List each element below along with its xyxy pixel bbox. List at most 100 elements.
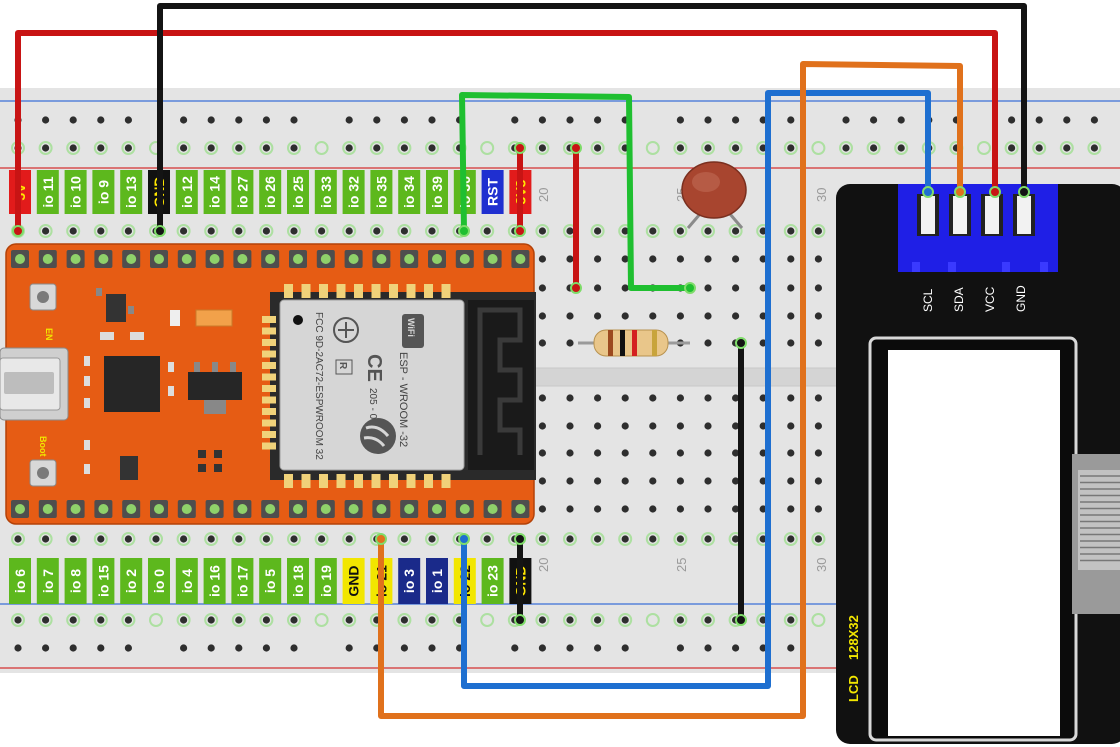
rail-hole	[180, 644, 188, 652]
breadboard-hole	[124, 227, 132, 235]
breadboard-hole	[676, 312, 685, 320]
breadboard-hole	[787, 255, 795, 263]
boot-label: Boot	[38, 436, 48, 457]
column-number: 20	[536, 188, 551, 202]
rail-hole	[42, 144, 50, 152]
rail-hole	[787, 116, 795, 124]
rail-hole	[538, 644, 547, 652]
breadboard-hole	[594, 535, 602, 543]
rail-hole	[538, 116, 547, 124]
rail-hole	[1090, 116, 1098, 124]
breadboard-hole	[787, 312, 795, 320]
rail-hole	[787, 616, 795, 624]
pin-label: io 16	[203, 558, 226, 604]
breadboard-hole	[649, 255, 657, 263]
breadboard-hole	[649, 505, 657, 513]
rail-hole	[97, 644, 105, 652]
breadboard-hole	[538, 339, 547, 347]
breadboard-hole	[152, 535, 160, 543]
breadboard-hole	[235, 227, 243, 235]
breadboard-hole	[97, 535, 105, 543]
rail-hole	[345, 116, 353, 124]
breadboard-hole	[594, 255, 602, 263]
rail-hole	[538, 616, 547, 624]
pin-label: io 27	[231, 170, 254, 214]
breadboard-hole	[42, 227, 50, 235]
breadboard-hole	[42, 535, 50, 543]
breadboard-hole	[14, 535, 22, 543]
pin-label: io 9	[92, 170, 115, 214]
wires	[12, 3, 1030, 719]
rail-hole	[538, 144, 547, 152]
breadboard-hole	[566, 422, 574, 430]
rail-hole	[69, 616, 77, 624]
rail-hole	[842, 116, 850, 124]
rail-hole	[262, 644, 270, 652]
rail-hole	[42, 116, 50, 124]
svg-text:io 9: io 9	[95, 180, 111, 204]
breadboard-hole	[704, 422, 712, 430]
lcd-label: LCD	[846, 675, 861, 702]
breadboard-hole	[621, 477, 629, 485]
pin-label: io 26	[259, 170, 282, 214]
pin-label: GND	[342, 558, 365, 604]
rail-hole	[69, 116, 77, 124]
breadboard-hole	[428, 535, 436, 543]
rail-hole	[428, 616, 436, 624]
breadboard-hole	[814, 505, 823, 513]
rail-hole	[594, 644, 602, 652]
rail-hole	[621, 616, 629, 624]
breadboard-hole	[787, 422, 795, 430]
breadboard-hole	[704, 449, 712, 457]
rail-hole	[69, 144, 77, 152]
pin-label: io 2	[120, 558, 143, 604]
svg-text:io 3: io 3	[401, 569, 417, 593]
svg-text:io 11: io 11	[40, 176, 56, 207]
rail-hole	[511, 116, 519, 124]
breadboard-hole	[97, 227, 105, 235]
rail-hole	[1063, 144, 1071, 152]
svg-text:io 2: io 2	[123, 569, 139, 593]
breadboard-hole	[649, 449, 657, 457]
rail-hole	[124, 116, 132, 124]
rail-hole	[180, 616, 188, 624]
breadboard-hole	[566, 312, 574, 320]
breadboard-hole	[538, 284, 547, 292]
breadboard-hole	[814, 422, 823, 430]
breadboard-hole	[318, 535, 326, 543]
svg-text:R: R	[337, 362, 348, 370]
rail-hole	[1008, 116, 1016, 124]
breadboard-hole	[538, 535, 547, 543]
rail-hole	[704, 144, 712, 152]
breadboard-hole	[814, 449, 823, 457]
svg-text:io 33: io 33	[318, 176, 334, 208]
ceramic-capacitor	[681, 161, 747, 229]
svg-text:io 1: io 1	[429, 569, 445, 593]
breadboard-hole	[594, 227, 602, 235]
breadboard-hole	[594, 505, 602, 513]
svg-text:io 15: io 15	[95, 565, 111, 597]
breadboard-hole	[594, 477, 602, 485]
lcd-pin-label: GND	[1014, 285, 1028, 312]
column-number: 25	[674, 558, 689, 572]
rail-hole	[1035, 144, 1043, 152]
breadboard-hole	[621, 284, 629, 292]
breadboard-hole	[732, 312, 740, 320]
pin-label: io 8	[64, 558, 87, 604]
column-number: 30	[814, 188, 829, 202]
breadboard-hole	[649, 535, 657, 543]
wire-orange-sda	[378, 61, 963, 719]
certification-mark-icon	[333, 317, 359, 343]
rail-hole	[180, 116, 188, 124]
svg-text:io 12: io 12	[179, 176, 195, 208]
breadboard-hole	[787, 505, 795, 513]
registered-mark-icon: R	[335, 359, 353, 375]
espressif-logo-icon	[360, 418, 396, 454]
pin-label: io 5	[259, 558, 282, 604]
svg-text:io 19: io 19	[318, 565, 334, 597]
rail-hole	[124, 616, 132, 624]
svg-text:io 18: io 18	[290, 565, 306, 597]
breadboard-hole	[566, 394, 574, 402]
rail-hole	[897, 144, 905, 152]
en-label: EN	[44, 328, 54, 341]
